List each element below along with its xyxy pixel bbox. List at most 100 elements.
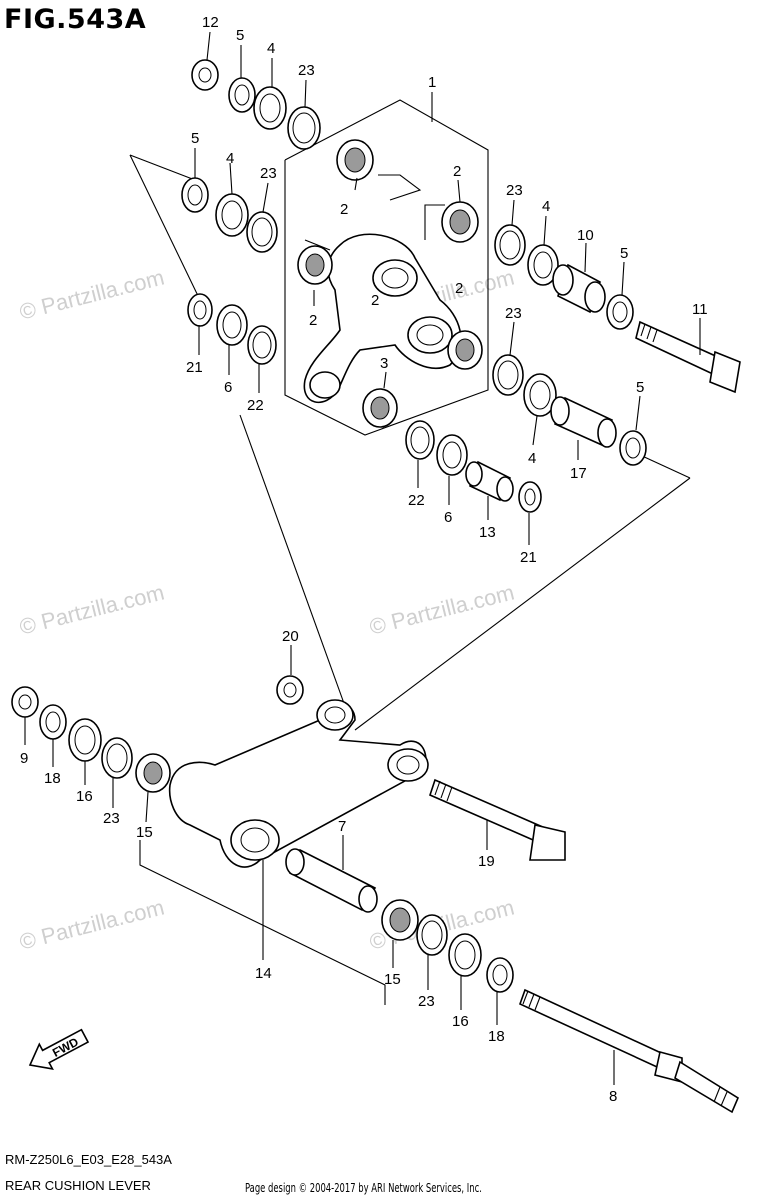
oil-seal: [436, 434, 468, 476]
callout: 15: [384, 971, 401, 988]
callout-numbers: 12 5 4 23 1 5 4 23 2 2 2 2 23 4 10 5 11 …: [20, 14, 708, 1105]
leader-line: [304, 239, 331, 251]
callout: 23: [418, 993, 435, 1010]
spacer-ring: [181, 177, 209, 213]
washer: [416, 914, 448, 956]
washer: [101, 737, 133, 779]
callout: 4: [267, 40, 275, 57]
callout: 3: [380, 355, 388, 372]
spacer-ring: [619, 430, 647, 466]
callout: 7: [338, 818, 346, 835]
callout: 12: [202, 14, 219, 31]
collar-part-10: [552, 263, 606, 314]
nut-part-9: [11, 686, 39, 718]
leader-line: [239, 414, 351, 721]
collar-part-13: [465, 460, 514, 502]
callout: 9: [20, 750, 28, 767]
leader-line: [639, 454, 691, 479]
figure-title: FIG.543A: [4, 4, 147, 35]
callout: 23: [505, 305, 522, 322]
callout: 4: [528, 450, 536, 467]
callout: 20: [282, 628, 299, 645]
callout: 6: [224, 379, 232, 396]
callout: 16: [452, 1013, 469, 1030]
washer: [187, 293, 213, 327]
washer: [247, 325, 277, 365]
oil-seal: [253, 86, 287, 130]
callout: 22: [247, 397, 264, 414]
callout: 14: [255, 965, 272, 982]
cushion-rod-part-14: [168, 699, 429, 868]
needle-bearing: [135, 753, 171, 793]
spacer-ring: [606, 294, 634, 330]
bolt-part-11: [635, 320, 741, 394]
leader-line: [354, 477, 691, 731]
callout: 5: [620, 245, 628, 262]
forward-arrow-icon: FWD: [28, 1028, 90, 1070]
callout: 2: [309, 312, 317, 329]
callout: 2: [453, 163, 461, 180]
callout: 2: [340, 201, 348, 218]
oil-seal: [448, 933, 482, 977]
callout: 18: [44, 770, 61, 787]
callout: 18: [488, 1028, 505, 1045]
spacer-ring: [486, 957, 514, 993]
oil-seal: [527, 244, 559, 286]
washer: [492, 354, 524, 396]
needle-bearing: [381, 899, 419, 941]
collar-part-17: [550, 396, 617, 448]
callout: 2: [371, 292, 379, 309]
callout: 4: [226, 150, 234, 167]
figure-name: REAR CUSHION LEVER: [5, 1178, 151, 1193]
callout: 2: [455, 280, 463, 297]
oil-seal: [215, 193, 249, 237]
callout: 15: [136, 824, 153, 841]
shaft-part-8: [519, 988, 740, 1114]
callout: 17: [570, 465, 587, 482]
assembly-bracket: [284, 99, 489, 436]
washer: [405, 420, 435, 460]
callout: 8: [609, 1088, 617, 1105]
callout: 5: [636, 379, 644, 396]
callout: 13: [479, 524, 496, 541]
callout: 22: [408, 492, 425, 509]
needle-bearing: [362, 388, 398, 428]
leader-line: [424, 204, 445, 240]
callout: 10: [577, 227, 594, 244]
callout: 23: [103, 810, 120, 827]
oil-seal: [216, 304, 248, 346]
collar-part-7: [285, 848, 378, 913]
spacer-ring: [39, 704, 67, 740]
needle-bearing: [441, 201, 479, 243]
spacer-ring: [228, 77, 256, 113]
leader-line: [378, 174, 422, 201]
callout: 5: [191, 130, 199, 147]
washer: [518, 481, 542, 513]
needle-bearing: [297, 245, 333, 285]
callout: 23: [506, 182, 523, 199]
assembly-bracket: [129, 154, 201, 301]
callout: 23: [298, 62, 315, 79]
callout: 4: [542, 198, 550, 215]
washer: [494, 224, 526, 266]
callout: 1: [428, 74, 436, 91]
callout: 6: [444, 509, 452, 526]
model-code: RM-Z250L6_E03_E28_543A: [5, 1152, 172, 1167]
callout: 21: [186, 359, 203, 376]
callout: 5: [236, 27, 244, 44]
callout: 19: [478, 853, 495, 870]
assembly-bracket: [129, 154, 196, 181]
oil-seal: [523, 373, 557, 417]
oil-seal: [68, 718, 102, 762]
washer: [246, 211, 278, 253]
callout: 21: [520, 549, 537, 566]
leader-lines: [24, 31, 701, 1085]
bolt-part-19: [429, 778, 566, 861]
needle-bearing: [447, 330, 483, 370]
washer: [287, 106, 321, 150]
page-credit: Page design © 2004-2017 by ARI Network S…: [245, 1181, 482, 1195]
cushion-lever-upper: [303, 233, 462, 404]
nut-part-12: [191, 59, 219, 91]
callout: 23: [260, 165, 277, 182]
